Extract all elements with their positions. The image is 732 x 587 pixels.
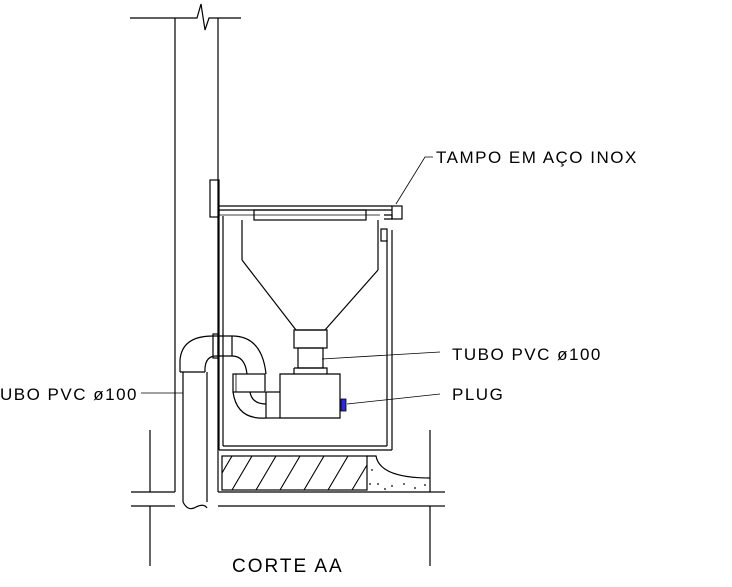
stainless-top <box>209 179 403 221</box>
label-pvc-pipe-right: TUBO PVC ø100 <box>452 345 602 364</box>
leader-lines <box>141 156 441 405</box>
label-pvc-pipe-left: UBO PVC ø100 <box>0 385 138 404</box>
label-stainless-top: TAMPO EM AÇO INOX <box>436 148 638 167</box>
concrete-base <box>221 455 431 491</box>
section-title: CORTE AA <box>232 556 344 577</box>
funnel <box>241 220 379 331</box>
cabinet-box <box>218 210 393 451</box>
label-plug: PLUG <box>452 385 504 404</box>
pvc-tee <box>265 329 347 419</box>
plug <box>340 398 347 412</box>
wall <box>130 3 241 492</box>
elbow-pipe <box>232 373 267 419</box>
floor-slab <box>131 430 445 566</box>
siphon-trap <box>179 333 267 510</box>
